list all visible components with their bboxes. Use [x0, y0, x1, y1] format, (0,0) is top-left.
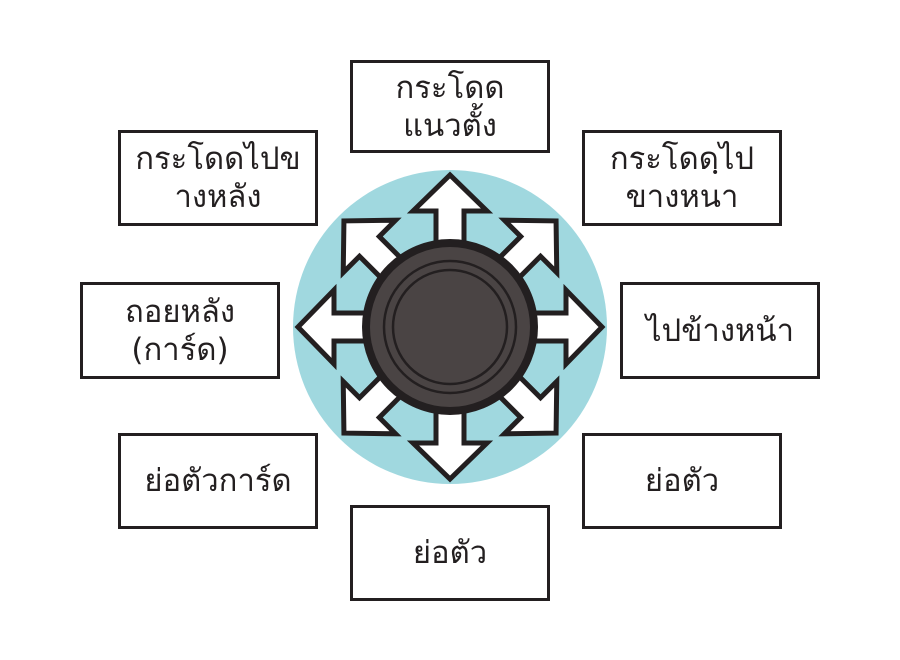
label-left-line2: (การ์ด) [131, 331, 229, 368]
label-box-up-left: กระโดดไปข างหลัง [118, 130, 318, 226]
label-down-left: ย่อตัวการ์ด [144, 463, 292, 499]
label-up-left-line1: กระโดดไปข [135, 141, 301, 177]
label-box-right: ไปข้างหน้า [620, 282, 820, 379]
label-down-right: ย่อตัว [644, 463, 720, 499]
joystick-knob-ring [382, 259, 518, 395]
label-box-up: กระโดด แนวตั้ง [350, 60, 550, 153]
label-box-left: ถอยหลัง (การ์ด) [80, 282, 280, 379]
joystick-knob-inner-ring [391, 268, 509, 386]
label-box-down-left: ย่อตัวการ์ด [118, 433, 318, 529]
label-box-down-right: ย่อตัว [582, 433, 782, 529]
label-up-line2: แนวตั้ง [403, 107, 497, 144]
label-box-up-right: กระโดดฺไป ขางหนา [582, 130, 782, 226]
label-up-left-line2: างหลัง [174, 179, 262, 215]
label-up-right-line1: กระโดดฺไป [609, 141, 755, 177]
label-up-right-line2: ขางหนา [625, 179, 739, 215]
label-box-down: ย่อตัว [350, 505, 550, 601]
label-down: ย่อตัว [412, 535, 488, 571]
label-right: ไปข้างหน้า [645, 312, 795, 349]
label-up-line1: กระโดด [395, 69, 505, 106]
label-left-line1: ถอยหลัง [124, 293, 236, 330]
